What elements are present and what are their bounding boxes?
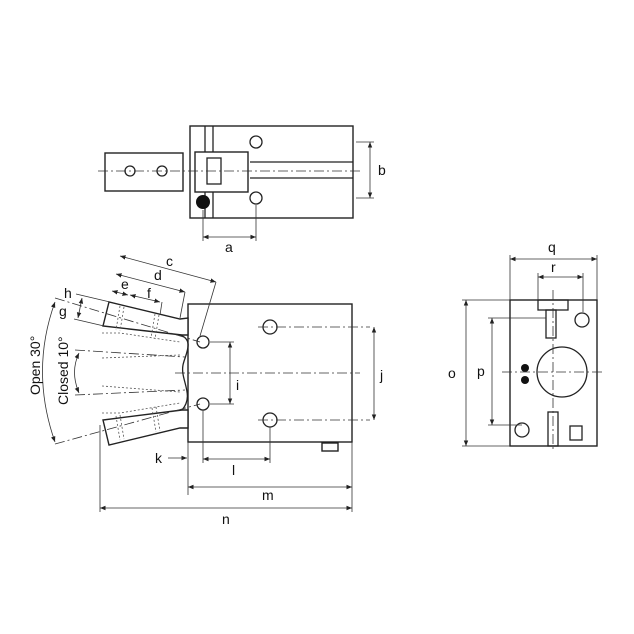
dim-i: i: [236, 377, 239, 393]
dim-o: o: [448, 365, 456, 381]
dim-n: n: [222, 511, 230, 527]
dim-f: f: [147, 285, 151, 301]
dim-q: q: [548, 239, 556, 255]
dim-a: a: [225, 239, 233, 255]
dim-c: c: [166, 253, 173, 269]
dim-e: e: [121, 276, 129, 292]
dim-j: j: [379, 367, 383, 383]
dim-d: d: [154, 267, 162, 283]
dim-l: l: [232, 462, 235, 478]
fitting-dot: [196, 195, 210, 209]
top-view: b a: [98, 125, 386, 255]
dim-p: p: [477, 363, 485, 379]
dim-r: r: [551, 259, 556, 275]
dim-m: m: [262, 487, 274, 503]
dim-b: b: [378, 162, 386, 178]
front-view: Open 30° Closed 10° c d e f h g i j k l …: [27, 253, 383, 527]
dim-h: h: [64, 285, 72, 301]
closed-angle-label: Closed 10°: [55, 336, 71, 405]
dim-g: g: [59, 303, 67, 319]
dim-k: k: [155, 450, 163, 466]
open-angle-label: Open 30°: [27, 336, 43, 395]
side-view: q r o p: [448, 239, 605, 452]
